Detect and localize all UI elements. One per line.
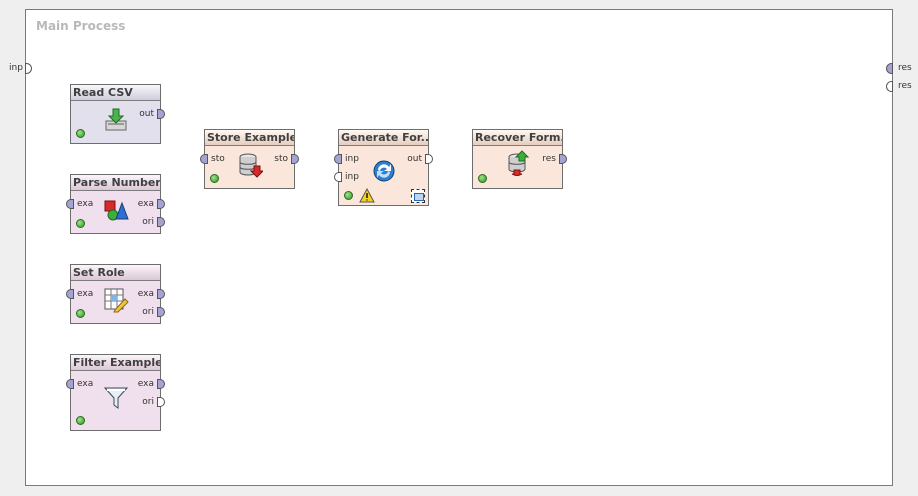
operator-generate-formula[interactable]: Generate For... inp inp out bbox=[334, 129, 433, 206]
output-port-res[interactable] bbox=[559, 154, 567, 164]
port-label: sto bbox=[211, 154, 225, 164]
output-port-exa[interactable] bbox=[157, 289, 165, 299]
process-result-port-1[interactable] bbox=[886, 63, 893, 74]
output-port-ori[interactable] bbox=[157, 217, 165, 227]
input-port-exa[interactable] bbox=[66, 199, 74, 209]
operator-store-examples[interactable]: Store Examples sto sto bbox=[200, 129, 299, 189]
filter-funnel-icon bbox=[103, 387, 129, 409]
subprocess-icon[interactable] bbox=[411, 189, 425, 203]
warning-icon bbox=[359, 188, 375, 203]
operator-title: Filter Examples bbox=[71, 355, 160, 371]
operator-filter-examples[interactable]: Filter Examples exa exa ori bbox=[66, 354, 165, 431]
status-indicator bbox=[76, 309, 85, 318]
operator-title: Store Examples bbox=[205, 130, 294, 146]
status-indicator bbox=[76, 219, 85, 228]
port-label: exa bbox=[77, 289, 94, 299]
input-port-sto[interactable] bbox=[200, 154, 208, 164]
port-label: out bbox=[407, 154, 422, 164]
process-result-port-1-label: res bbox=[898, 63, 912, 73]
status-indicator bbox=[478, 174, 487, 183]
port-label: ori bbox=[142, 217, 154, 227]
operator-title: Generate For... bbox=[339, 130, 428, 146]
port-label: exa bbox=[137, 379, 154, 389]
import-csv-icon bbox=[105, 108, 127, 131]
process-input-port-label: inp bbox=[9, 63, 23, 73]
operator-title: Set Role bbox=[71, 265, 160, 281]
output-port-ori[interactable] bbox=[157, 307, 165, 317]
operator-read-csv[interactable]: Read CSV out bbox=[70, 84, 165, 144]
process-canvas[interactable]: Main Process bbox=[25, 9, 893, 486]
process-title: Main Process bbox=[36, 19, 126, 33]
output-port-out[interactable] bbox=[425, 154, 433, 164]
output-port-exa[interactable] bbox=[157, 199, 165, 209]
operator-set-role[interactable]: Set Role exa exa ori bbox=[66, 264, 165, 324]
table-edit-icon bbox=[104, 288, 129, 313]
operator-parse-numbers[interactable]: Parse Numbers exa exa ori bbox=[66, 174, 165, 234]
operator-title: Parse Numbers bbox=[71, 175, 160, 191]
status-indicator bbox=[210, 174, 219, 183]
port-label: ori bbox=[142, 397, 154, 407]
database-store-icon bbox=[239, 153, 263, 178]
port-label: res bbox=[542, 154, 556, 164]
port-label: out bbox=[139, 109, 154, 119]
port-label: exa bbox=[77, 199, 94, 209]
process-result-port-2-label: res bbox=[898, 81, 912, 91]
port-label: sto bbox=[274, 154, 288, 164]
database-retrieve-icon bbox=[508, 150, 530, 176]
port-label: exa bbox=[77, 379, 94, 389]
input-port-inp-1[interactable] bbox=[334, 154, 342, 164]
port-label: inp bbox=[345, 154, 359, 164]
operator-title: Read CSV bbox=[71, 85, 160, 101]
input-port-exa[interactable] bbox=[66, 379, 74, 389]
output-port-exa[interactable] bbox=[157, 379, 165, 389]
status-indicator bbox=[344, 191, 353, 200]
refresh-cycle-icon bbox=[373, 160, 395, 182]
port-label: exa bbox=[137, 289, 154, 299]
operator-title: Recover Form... bbox=[473, 130, 562, 146]
operator-recover-formula[interactable]: Recover Form... res bbox=[472, 129, 567, 189]
process-result-port-2[interactable] bbox=[886, 81, 893, 92]
output-port-ori[interactable] bbox=[157, 397, 165, 407]
status-indicator bbox=[76, 416, 85, 425]
port-label: exa bbox=[137, 199, 154, 209]
input-port-exa[interactable] bbox=[66, 289, 74, 299]
input-port-inp-2[interactable] bbox=[334, 172, 342, 182]
output-port-out[interactable] bbox=[157, 109, 165, 119]
output-port-sto[interactable] bbox=[291, 154, 299, 164]
shapes-conversion-icon bbox=[104, 200, 129, 221]
process-input-port[interactable] bbox=[25, 63, 32, 74]
port-label: ori bbox=[142, 307, 154, 317]
port-label: inp bbox=[345, 172, 359, 182]
status-indicator bbox=[76, 129, 85, 138]
